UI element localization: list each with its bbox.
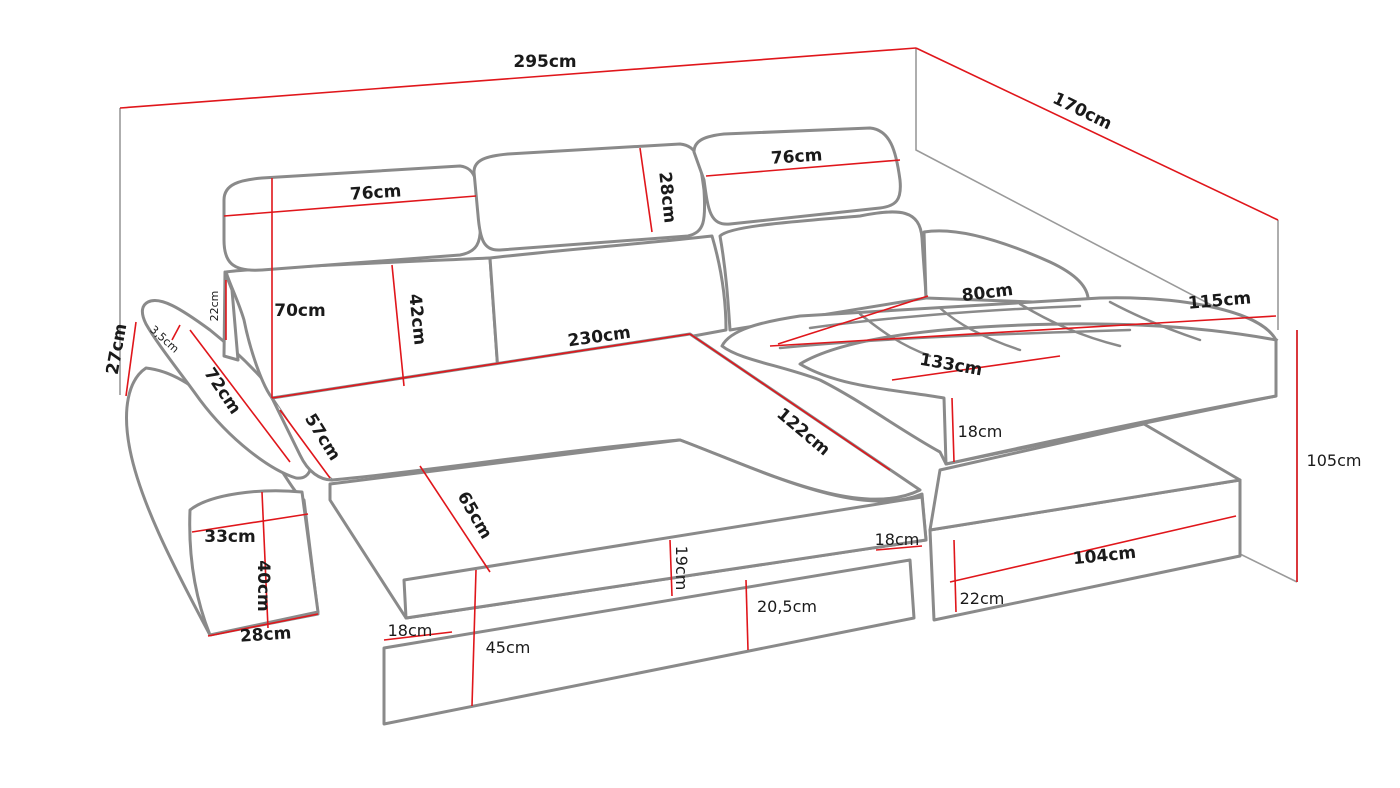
chaise [720,296,1278,466]
label-back-height: 70cm [274,301,325,321]
label-headrest-left-width: 76cm [349,181,402,205]
label-total-height: 105cm [1307,451,1362,470]
label-chaise-cushion-height: 18cm [958,422,1003,441]
label-drawer-height: 20,5cm [757,597,817,616]
label-arm-front-width: 33cm [204,527,255,547]
label-arm-base-width: 28cm [239,623,292,647]
label-bed-front-height: 45cm [486,638,531,657]
label-chaise-edge-width: 115cm [1187,288,1252,313]
label-armrest-top: 22cm [208,291,221,322]
label-headrest-right-width: 76cm [770,145,823,169]
label-total-width: 295cm [513,52,576,72]
label-bed-height: 19cm [672,546,691,591]
label-bed-leg-height: 18cm [388,621,433,640]
label-arm-front-height: 40cm [253,560,273,611]
label-armrest-height: 27cm [103,322,132,376]
label-storage-height: 22cm [960,589,1005,608]
label-step-height: 18cm [875,530,920,549]
pull-out-bed [328,422,1242,726]
dimension-lines [119,47,1298,707]
